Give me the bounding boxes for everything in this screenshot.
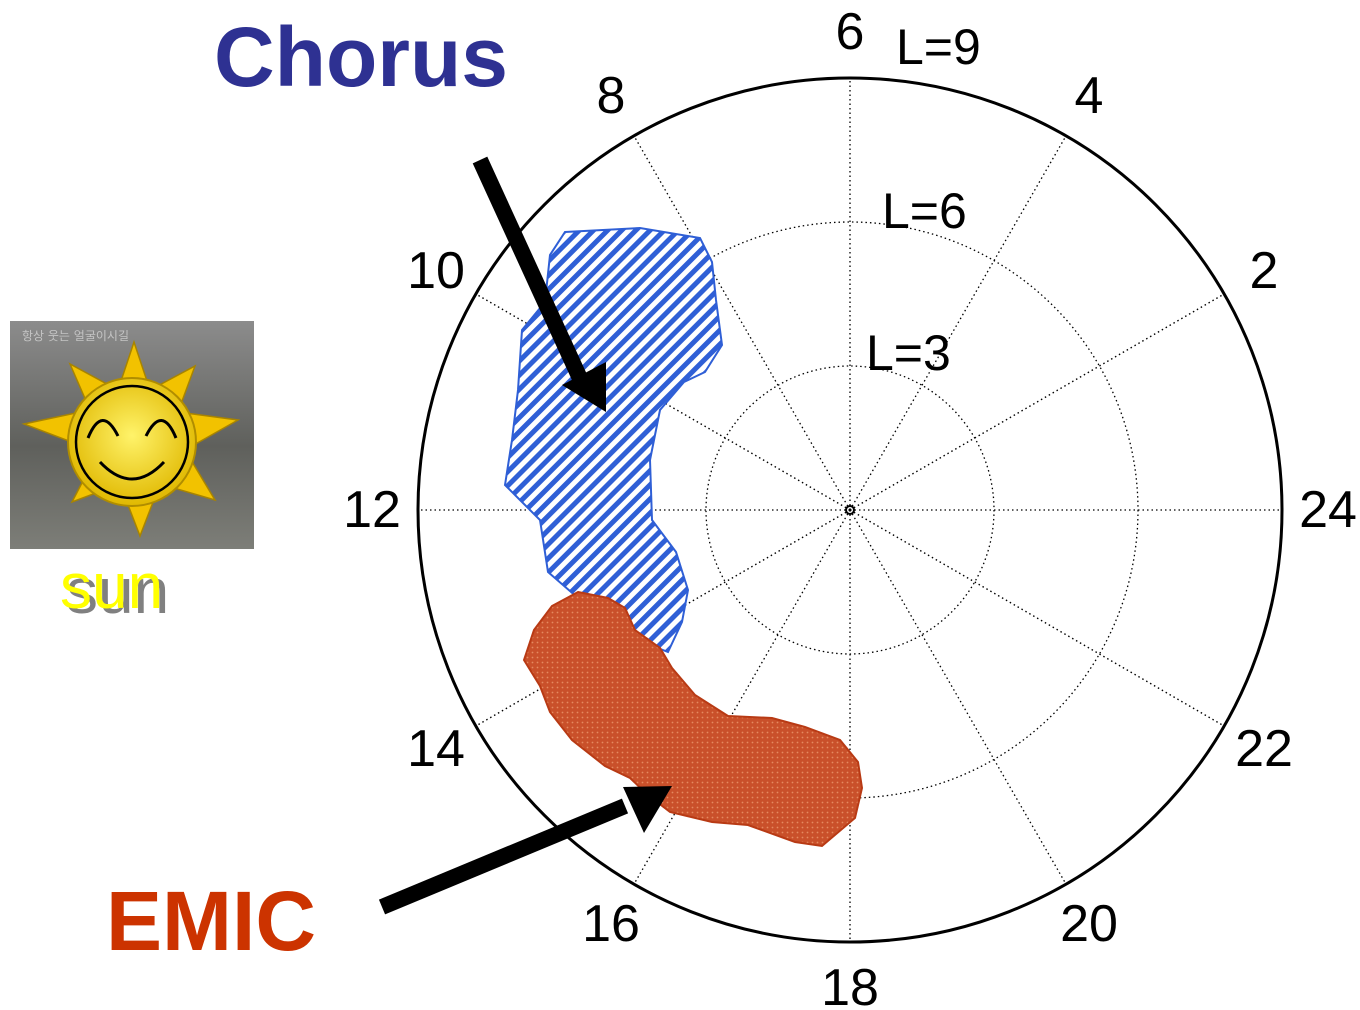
mlt-label: 4 (1075, 67, 1104, 125)
sun-label-shadow: sun (66, 555, 169, 627)
mlt-label: 24 (1299, 481, 1357, 539)
sun-picture-caption: 항상 웃는 얼굴이시길 (22, 329, 129, 343)
mlt-label: 14 (407, 720, 465, 778)
mlt-label: 18 (821, 959, 879, 1010)
outer-boundary (416, 76, 1284, 944)
sun-picture: 항상 웃는 얼굴이시길 (10, 321, 254, 549)
chorus-label: Chorus (214, 10, 508, 104)
mlt-label: 16 (582, 895, 640, 953)
emic-arrow (378, 786, 672, 915)
sun-label: sun (60, 550, 163, 622)
origin-marker (845, 505, 855, 515)
mlt-label: 10 (407, 242, 465, 300)
mlt-spoke (633, 509, 851, 885)
mlt-label: 8 (597, 67, 626, 125)
mlt-label: 22 (1235, 720, 1293, 778)
l-shell-label-6: L=6 (882, 183, 967, 239)
l-shell-label-3: L=3 (866, 325, 951, 381)
mlt-labels: 6 4 2 24 22 20 18 16 14 12 10 8 (343, 3, 1357, 1010)
mlt-label: 12 (343, 481, 401, 539)
mlt-spoke (633, 135, 851, 511)
mlt-label: 2 (1250, 242, 1279, 300)
mlt-label: 6 (836, 3, 865, 61)
l-shell-label-9: L=9 (896, 19, 981, 75)
emic-region (522, 590, 864, 848)
emic-label: EMIC (106, 874, 316, 968)
mlt-label: 20 (1060, 895, 1118, 953)
mlt-spoke (849, 509, 1225, 727)
mlt-spoke (849, 509, 1067, 885)
mlt-spoke (849, 135, 1067, 511)
sun-icon (21, 339, 241, 539)
mlt-spoke (849, 293, 1225, 511)
chorus-arrow (472, 156, 606, 412)
